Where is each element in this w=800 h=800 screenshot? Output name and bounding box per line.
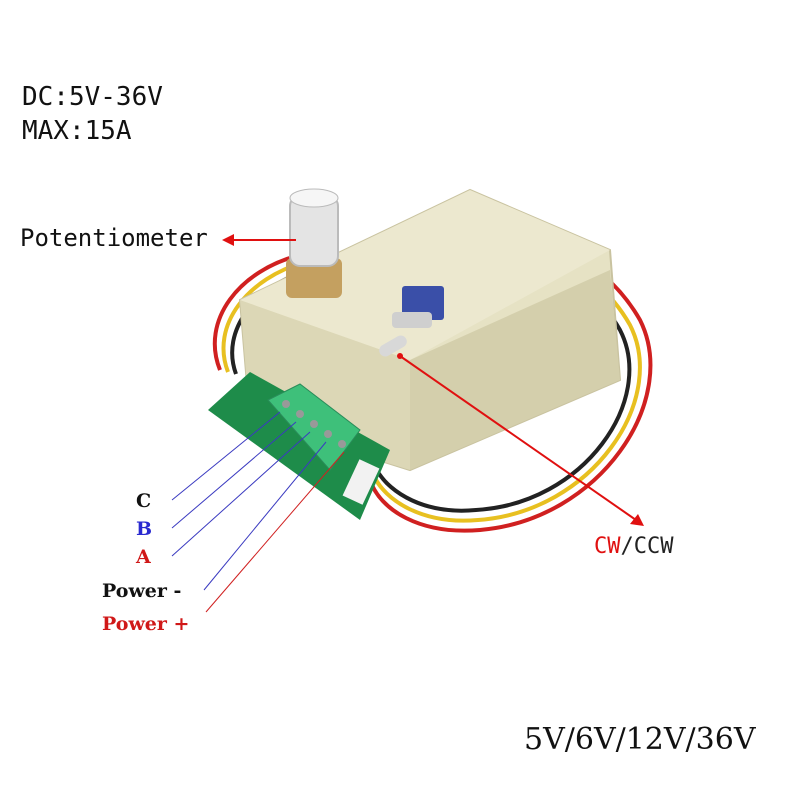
pin-label-a: A [136, 546, 151, 568]
potentiometer-label: Potentiometer [20, 224, 208, 252]
pin-label-c: C [136, 490, 152, 512]
direction-ccw: CCW [633, 534, 674, 559]
pin-label-b: B [136, 518, 153, 540]
pin-label-power-minus: Power - [102, 580, 182, 602]
pin-label-power-plus: Power + [102, 613, 190, 635]
voltage-options: 5V/6V/12V/36V [524, 722, 756, 757]
spec-current: MAX:15A [22, 116, 132, 146]
toggle-switch [379, 286, 444, 357]
switch-arrow [397, 353, 644, 526]
pin-leader-lines [171, 411, 345, 613]
direction-cw: CW [594, 534, 621, 559]
potentiometer [286, 188, 342, 298]
pcb-board [208, 372, 390, 520]
spec-voltage: DC:5V-36V [22, 82, 163, 112]
direction-separator: / [620, 534, 634, 559]
pot-arrow [222, 234, 296, 246]
direction-label: CW/CCW [594, 534, 674, 559]
